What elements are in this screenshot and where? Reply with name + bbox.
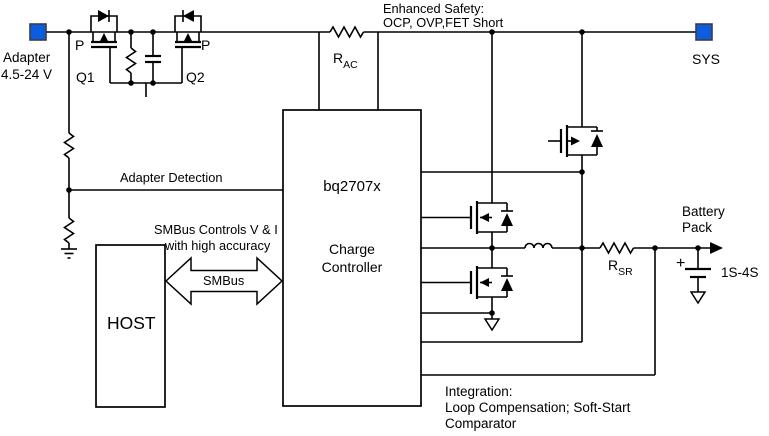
highside-fet-diode-icon: [501, 213, 513, 226]
battery-fet-arrow-icon: [571, 136, 580, 146]
divider-resistor-top: [63, 132, 75, 159]
battery-ground-icon: [689, 291, 707, 305]
lowside-fet-diode-icon: [501, 278, 513, 291]
rac-label: RAC: [333, 50, 358, 71]
q1-label: Q1: [76, 69, 95, 85]
sys-label: SYS: [692, 51, 720, 67]
highside-fet: [421, 201, 513, 248]
smbus-note-line2: with high accuracy: [164, 238, 271, 253]
ground-icon: [483, 318, 501, 332]
highside-fet-arrow-icon: [480, 213, 489, 222]
sys-terminal: [695, 23, 713, 41]
earth-ground-icon: [61, 248, 77, 259]
inductor-icon: [524, 242, 553, 249]
divider-resistor-bottom: [63, 217, 75, 244]
sys-terminal-icon: [695, 23, 713, 41]
rsr-resistor-zigzag: [599, 241, 635, 255]
battery-fet: [548, 32, 603, 342]
adapter-label: Adapter: [3, 50, 51, 65]
controller-name-line1: Charge: [329, 241, 375, 257]
host-block: [95, 244, 166, 408]
smbus-bidirectional-arrow-icon: [164, 256, 284, 306]
srn-sense-wire: [421, 248, 656, 376]
adapter-terminal-icon: [29, 23, 47, 41]
rsr-label: RSR: [608, 257, 633, 278]
input-fet-q2: [174, 10, 202, 83]
lowside-fet-arrow-icon: [480, 278, 489, 287]
input-fet-q1: [90, 10, 118, 83]
enhanced-safety-note-line1: Enhanced Safety:: [383, 1, 484, 16]
controller-name-line2: Controller: [322, 259, 383, 275]
integration-note-line1: Integration:: [445, 384, 513, 399]
power-ground: [421, 312, 501, 332]
q2-arrow-icon: [184, 33, 192, 41]
charge-controller-block: [282, 109, 422, 407]
smbus-label: SMBus: [203, 273, 244, 288]
adapter-terminal: [29, 23, 47, 41]
battery-plus-sign: +: [676, 255, 685, 272]
host-label: HOST: [107, 313, 156, 333]
top-rail-wire: [46, 25, 696, 39]
battery-cell-symbol: [685, 248, 711, 305]
integration-note-line2: Loop Compensation; Soft-Start: [445, 400, 631, 415]
rac-sense-wires: [318, 32, 379, 110]
charge-path-wire: [421, 241, 723, 255]
battery-fet-diode-icon: [591, 134, 603, 147]
battery-cells-label: 1S-4S: [721, 265, 759, 280]
enhanced-safety-note-line2: OCP, OVP,FET Short: [383, 15, 504, 30]
gate-rc-network: [110, 32, 182, 97]
q2-label: Q2: [186, 69, 205, 85]
q1-arrow-icon: [100, 33, 108, 41]
q2-channel-type-label: P: [201, 37, 210, 53]
q2-body-diode-icon: [183, 10, 194, 22]
smbus-note-line1: SMBus Controls V & I: [154, 222, 278, 237]
controller-part-number: bq2707x: [323, 178, 381, 195]
q1-body-diode-icon: [98, 10, 109, 22]
battery-pack-label-line1: Battery: [682, 204, 725, 219]
battery-arrow-icon: [710, 242, 723, 254]
gate-resistor: [125, 47, 137, 74]
rac-resistor-zigzag: [329, 25, 365, 39]
q1-channel-type-label: P: [75, 37, 84, 53]
junction-dots: [66, 29, 701, 316]
gate-capacitor-icon: [145, 54, 161, 64]
integration-note-line3: Comparator: [445, 416, 517, 431]
adapter-voltage-label: 4.5-24 V: [1, 67, 52, 82]
lowside-fet: [421, 248, 513, 313]
adapter-detection-label: Adapter Detection: [120, 170, 222, 185]
battery-pack-label-line2: Pack: [682, 220, 712, 235]
